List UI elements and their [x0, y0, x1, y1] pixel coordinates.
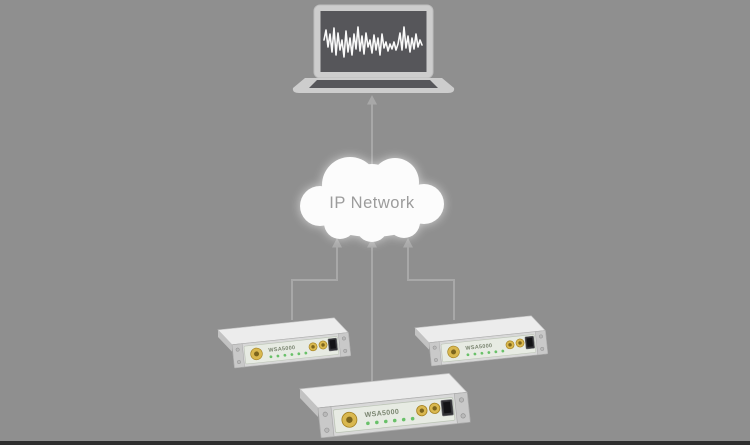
ip-network-cloud: IP Network [300, 157, 444, 242]
spectrum-analyzer-unit-left: WSA5000 [217, 317, 352, 369]
signal-waveform [323, 26, 423, 58]
screw-icon [540, 346, 545, 351]
screw-icon [460, 413, 466, 419]
screw-icon [324, 427, 330, 433]
arrow-center-device-to-cloud [367, 238, 377, 382]
led-indicators [269, 351, 308, 359]
device-front-panel: WSA5000 [231, 332, 352, 369]
screw-icon [343, 348, 348, 353]
laptop-waveform-icon [292, 4, 455, 93]
led-indicators [366, 416, 415, 426]
device-model-label: WSA5000 [364, 409, 399, 420]
device-front-panel: WSA5000 [428, 330, 549, 367]
device-side-face [415, 327, 430, 350]
screw-icon [538, 334, 543, 339]
spectrum-analyzer-unit-right: WSA5000 [414, 315, 549, 367]
arrow-right-device-to-cloud [403, 238, 455, 320]
screw-icon [341, 336, 346, 341]
cloud-icon [300, 157, 444, 242]
bottom-video-bar [0, 441, 750, 445]
arrow-cloud-to-laptop [367, 95, 377, 168]
screw-icon [458, 397, 464, 403]
cloud-label: IP Network [329, 194, 415, 212]
device-side-face [300, 389, 318, 417]
led-indicators [466, 349, 505, 357]
screw-icon [237, 360, 241, 365]
screw-icon [235, 347, 240, 352]
screw-icon [322, 411, 328, 417]
spectrum-analyzer-unit-center: WSA5000 [299, 373, 471, 439]
connection-arrows [291, 95, 455, 382]
device-model-label: WSA5000 [465, 343, 493, 352]
device-model-label: WSA5000 [268, 345, 296, 354]
device-side-face [217, 329, 233, 352]
screw-icon [434, 358, 438, 363]
laptop-keyboard [309, 80, 438, 88]
screw-icon [432, 345, 437, 350]
arrow-left-device-to-cloud [291, 238, 342, 320]
device-front-panel: WSA5000 [317, 391, 471, 439]
